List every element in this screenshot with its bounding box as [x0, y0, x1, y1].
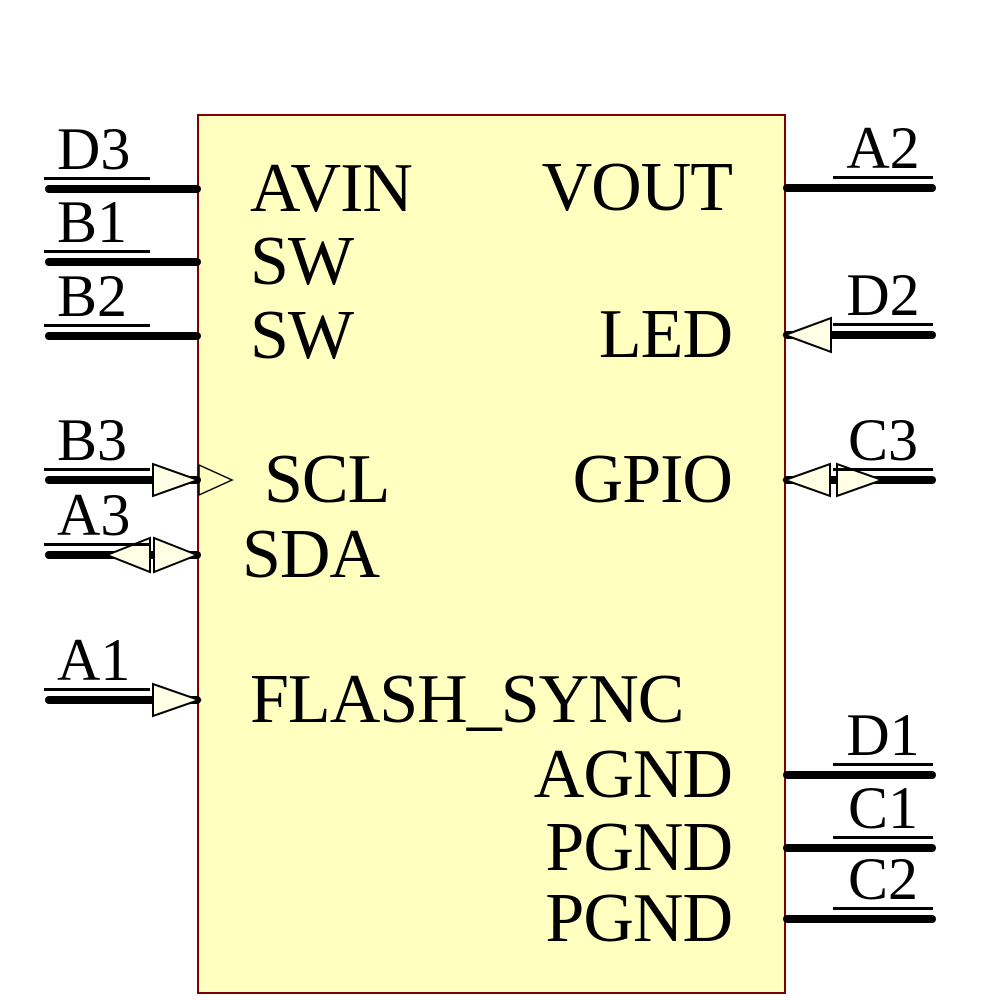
pin-line[interactable] — [783, 331, 936, 339]
pin-line[interactable] — [45, 476, 201, 484]
pin-name-label: GPIO — [572, 441, 733, 518]
pin-designator: B3 — [44, 410, 150, 471]
pin-line[interactable] — [45, 258, 201, 266]
pin-designator: B1 — [44, 192, 150, 253]
pin-name-label: SW — [250, 223, 354, 300]
pin-line[interactable] — [783, 915, 936, 923]
pin-designator: D1 — [833, 705, 933, 766]
pin-name-label: PGND — [545, 880, 733, 957]
pin-designator: C2 — [833, 849, 933, 910]
pin-designator: C3 — [833, 410, 933, 471]
pin-name-label: VOUT — [541, 149, 733, 226]
pin-designator: A2 — [833, 118, 933, 179]
pin-designator: D3 — [44, 119, 150, 180]
pin-designator: D2 — [833, 265, 933, 326]
pin-line[interactable] — [45, 696, 201, 704]
input-arrow-icon — [152, 462, 234, 498]
pin-name-label: AGND — [533, 736, 733, 813]
pin-designator: A1 — [44, 630, 150, 691]
pin-name-label: AVIN — [250, 150, 413, 227]
input-arrow-icon — [152, 682, 203, 718]
bidirectional-arrow-icon — [782, 462, 885, 498]
pin-designator: A3 — [44, 485, 150, 546]
pin-name-label: PGND — [545, 809, 733, 886]
pin-line[interactable] — [783, 771, 936, 779]
pin-name-label: SDA — [242, 516, 380, 593]
pin-name-label: FLASH_SYNC — [250, 661, 684, 738]
input-arrow-icon — [782, 316, 832, 354]
pin-name-label: SW — [250, 297, 354, 374]
pin-line[interactable] — [45, 332, 201, 340]
pin-designator: B2 — [44, 266, 150, 327]
pin-name-label: LED — [598, 296, 733, 373]
bidirectional-arrow-icon — [104, 536, 200, 574]
component-body[interactable] — [197, 114, 786, 994]
pin-line[interactable] — [45, 185, 201, 193]
pin-line[interactable] — [783, 844, 936, 852]
pin-designator: C1 — [833, 778, 933, 839]
pin-line[interactable] — [783, 184, 936, 192]
pin-name-label: SCL — [264, 441, 390, 518]
